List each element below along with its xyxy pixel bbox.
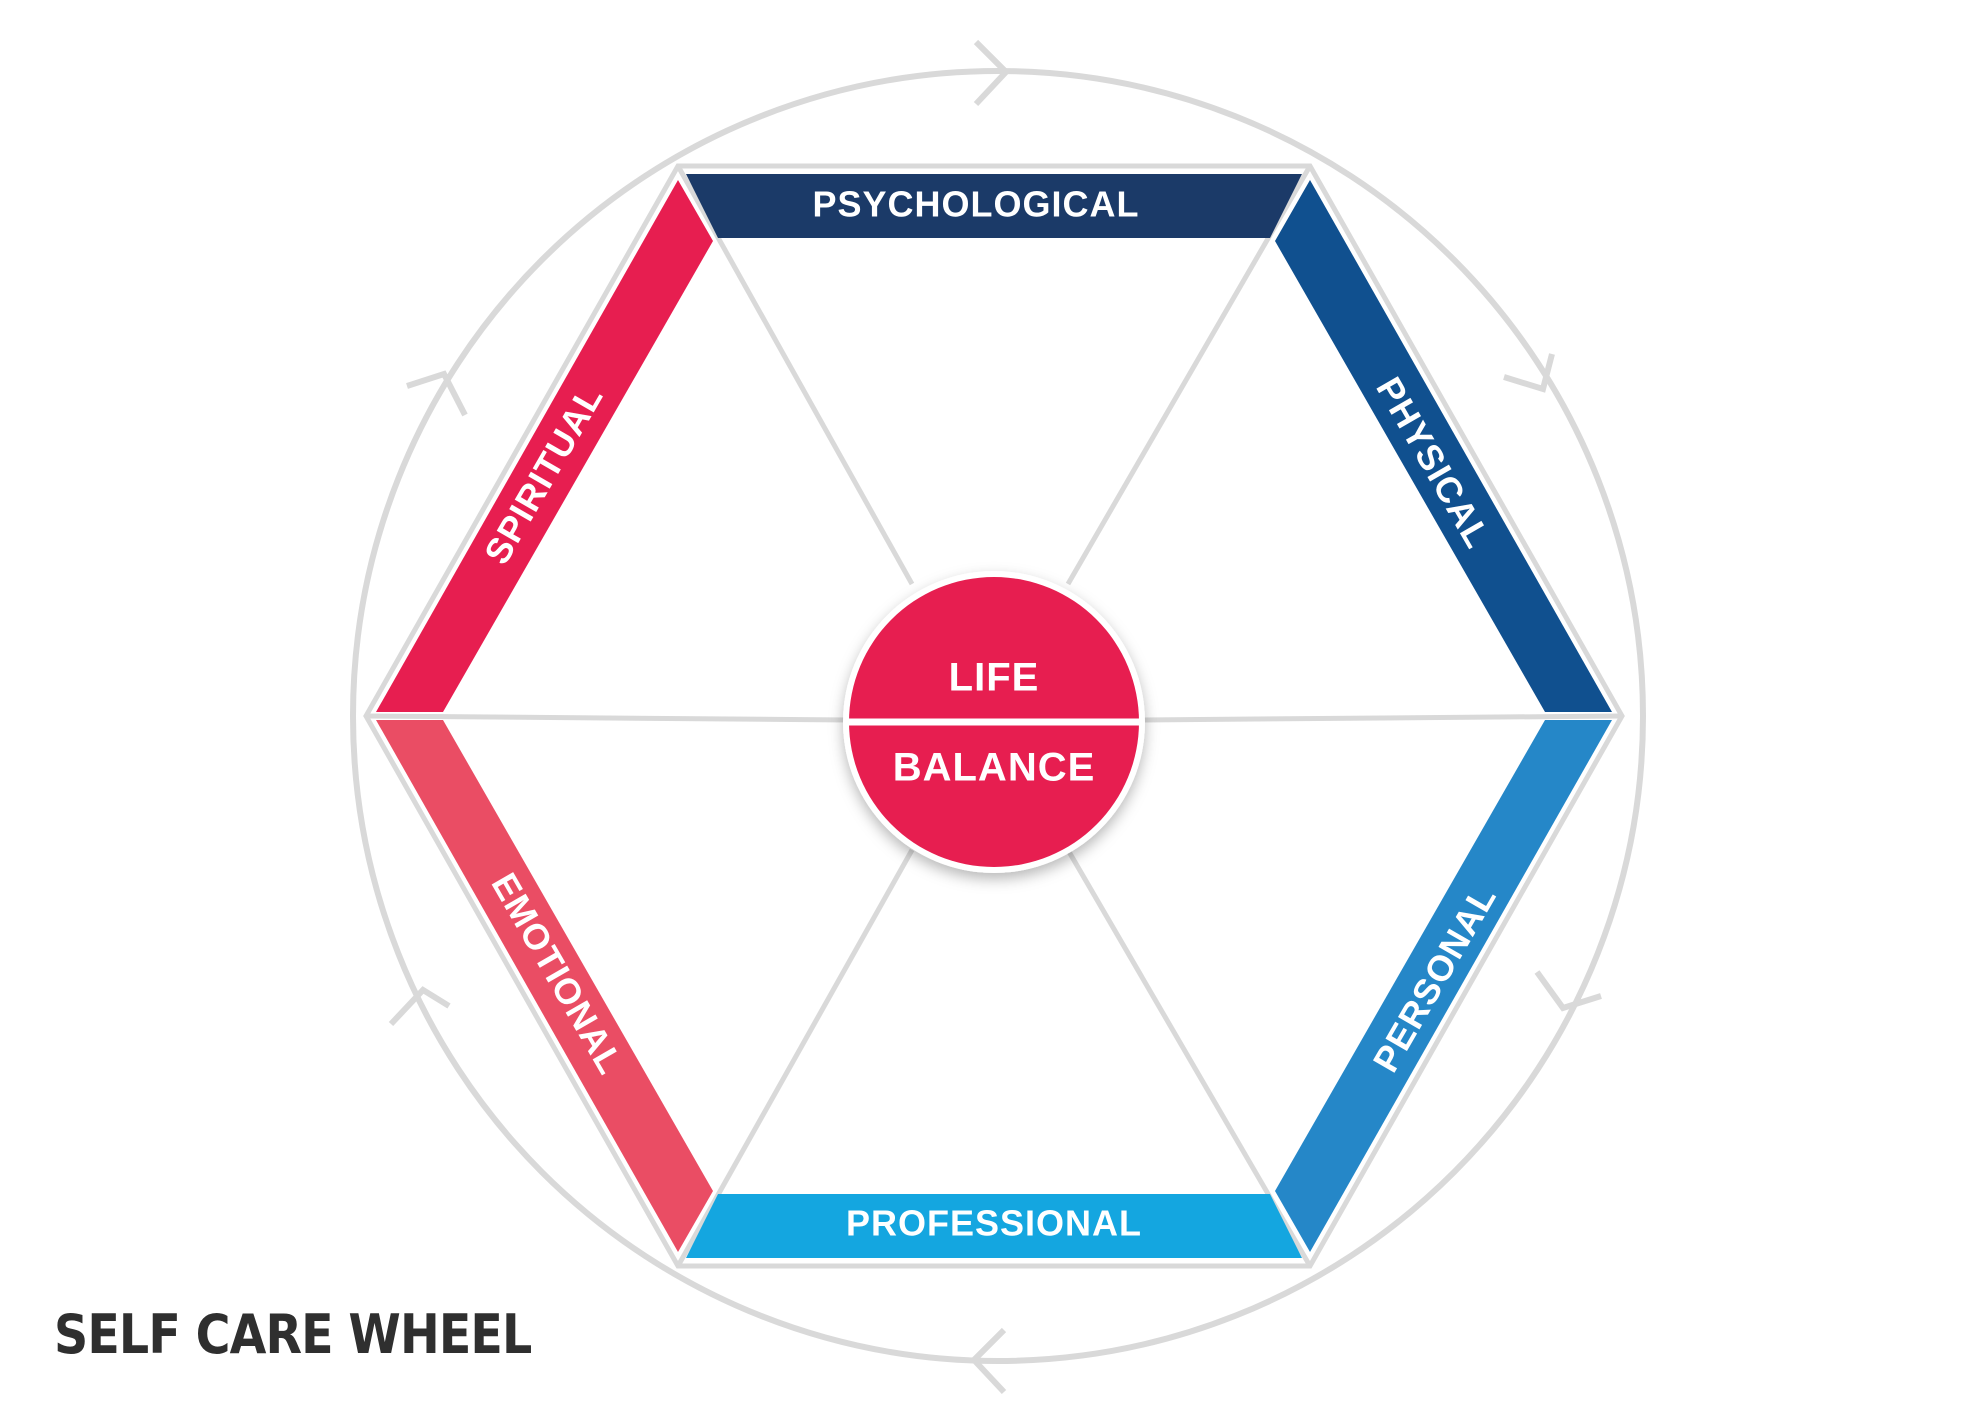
hub-label-bottom: BALANCE <box>893 746 1096 790</box>
ring-arrow-upper-right-icon <box>1503 353 1555 393</box>
ring-arrow-lower-right-icon <box>1534 970 1602 1012</box>
ring-arrow-bottom-icon <box>969 1327 1007 1395</box>
segment-spiritual <box>376 180 713 712</box>
label-psychological: PSYCHOLOGICAL <box>812 184 1139 225</box>
spoke-left <box>365 713 849 723</box>
segment-personal <box>1275 720 1612 1252</box>
page-title: SELF CARE WHEEL <box>54 1303 532 1366</box>
hub-label-top: LIFE <box>949 656 1040 700</box>
segment-emotional <box>376 720 713 1252</box>
segment-psychological <box>686 174 1302 238</box>
outer-cycle-ring <box>350 68 1646 1364</box>
ring-arrow-top-icon <box>973 39 1011 107</box>
ring-arrow-upper-left-icon <box>406 370 468 417</box>
spoke-right <box>1139 713 1623 723</box>
cycle-arrows <box>388 39 1602 1395</box>
segment-physical <box>1275 180 1612 712</box>
center-hub: LIFE BALANCE <box>843 571 1145 873</box>
segment-professional <box>686 1194 1302 1258</box>
label-professional: PROFESSIONAL <box>846 1203 1142 1244</box>
ring-arrow-lower-left-icon <box>388 986 451 1027</box>
